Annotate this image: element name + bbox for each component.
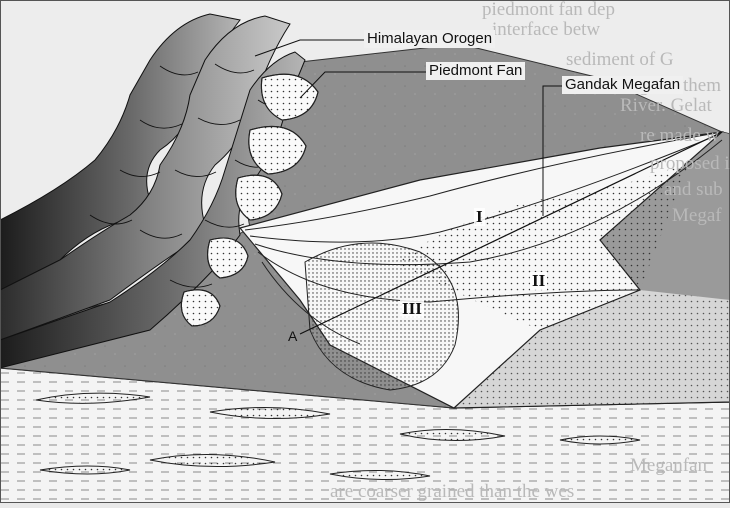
background-text: Megaf [672, 206, 722, 226]
background-text: Meganfan [630, 456, 707, 476]
background-text: and sub [664, 180, 723, 200]
piedmont-fan-label: Piedmont Fan [426, 62, 525, 80]
background-text: sediment of G [566, 50, 674, 70]
background-text: interface betw [492, 20, 600, 40]
background-text: piedmont fan dep [482, 0, 615, 20]
gandak-megafan-label: Gandak Megafan [562, 76, 683, 94]
background-text: proposed i [650, 154, 730, 174]
zone-i-label: I [474, 208, 485, 226]
zone-iii-label: III [400, 300, 424, 318]
background-text: are coarser grained than the wes [330, 482, 574, 502]
background-text: re made w [640, 126, 719, 146]
background-text: River. Gelat [620, 96, 712, 116]
zone-ii-label: II [530, 272, 547, 290]
himalayan-orogen-label: Himalayan Orogen [364, 30, 495, 48]
section-point-a-label: A [288, 328, 297, 344]
